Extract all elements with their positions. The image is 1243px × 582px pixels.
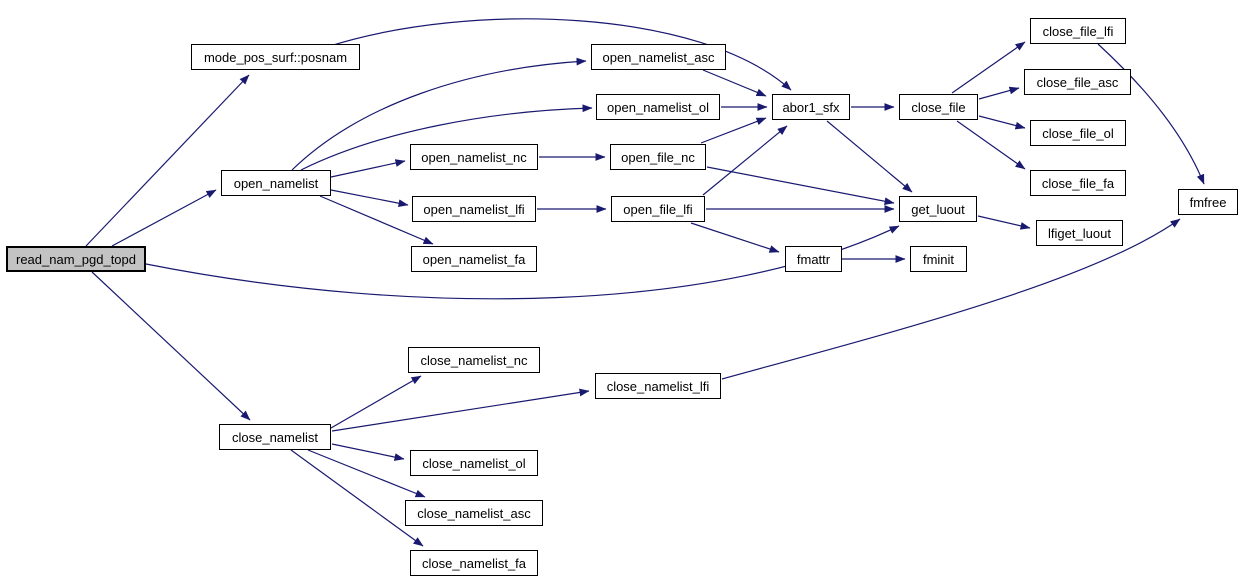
graph-node-label: close_file_ol [1042, 125, 1114, 141]
graph-node-label: open_namelist_lfi [423, 201, 525, 217]
edge-open_namelist-to-open_namelist_lfi [330, 189, 409, 208]
graph-node-open_namelist_ol[interactable]: open_namelist_ol [596, 94, 720, 120]
graph-node-label: close_namelist_fa [421, 555, 527, 571]
graph-node-label: close_namelist [232, 429, 318, 445]
graph-node-abor1_sfx[interactable]: abor1_sfx [772, 94, 850, 120]
graph-node-fminit[interactable]: fminit [910, 246, 967, 272]
edge-read_nam_pgd_topd-to-open_namelist [111, 189, 217, 247]
edge-open_namelist-to-open_namelist_fa [319, 195, 434, 245]
graph-node-close_namelist_fa[interactable]: close_namelist_fa [410, 550, 538, 576]
edge-open_file_lfi-to-abor1_sfx [702, 125, 788, 196]
edge-open_namelist-to-open_namelist_asc [291, 57, 587, 171]
graph-node-label: mode_pos_surf::posnam [203, 49, 348, 65]
edge-close_file-to-close_file_lfi [951, 41, 1026, 94]
graph-node-label: get_luout [911, 201, 965, 217]
edge-close_file-to-close_file_ol [978, 115, 1026, 130]
graph-node-open_file_lfi[interactable]: open_file_lfi [611, 196, 705, 222]
graph-node-close_file[interactable]: close_file [899, 94, 978, 120]
graph-node-close_file_lfi[interactable]: close_file_lfi [1030, 18, 1126, 44]
edge-close_namelist-to-close_namelist_asc [307, 449, 426, 498]
graph-node-close_namelist_lfi[interactable]: close_namelist_lfi [595, 373, 721, 399]
graph-node-open_namelist[interactable]: open_namelist [221, 170, 331, 196]
graph-node-label: close_namelist_nc [420, 352, 528, 368]
edge-open_file_nc-to-abor1_sfx [700, 117, 767, 144]
graph-node-close_namelist_nc[interactable]: close_namelist_nc [408, 347, 540, 373]
graph-node-close_file_asc[interactable]: close_file_asc [1024, 69, 1131, 95]
graph-node-label: open_file_nc [621, 149, 695, 165]
graph-node-label: open_namelist_nc [421, 149, 527, 165]
edge-open_namelist-to-open_namelist_nc [330, 159, 406, 178]
graph-node-label: fminit [922, 251, 955, 267]
graph-node-close_file_fa[interactable]: close_file_fa [1030, 170, 1126, 196]
graph-node-label: fmfree [1189, 194, 1227, 210]
graph-node-label: abor1_sfx [782, 99, 840, 115]
graph-node-label: open_namelist_ol [607, 99, 709, 115]
graph-node-close_namelist[interactable]: close_namelist [219, 424, 331, 450]
edge-close_namelist-to-close_namelist_lfi [331, 388, 590, 432]
edge-close_namelist-to-close_namelist_ol [331, 443, 405, 461]
graph-node-close_namelist_ol[interactable]: close_namelist_ol [410, 450, 538, 476]
graph-node-label: open_namelist_fa [422, 251, 526, 267]
graph-node-fmfree[interactable]: fmfree [1178, 189, 1238, 215]
graph-node-label: close_namelist_asc [417, 505, 531, 521]
graph-node-label: open_namelist [233, 175, 319, 191]
edge-posnam-to-abor1_sfx [329, 18, 792, 91]
graph-node-label: close_file_asc [1036, 74, 1119, 90]
graph-node-open_namelist_asc[interactable]: open_namelist_asc [591, 44, 726, 70]
edge-abor1_sfx-to-get_luout [826, 120, 913, 193]
graph-node-label: lfiget_luout [1048, 225, 1111, 241]
edge-open_namelist_asc-to-abor1_sfx [702, 69, 767, 97]
edge-close_namelist_lfi-to-fmfree [721, 218, 1181, 380]
edge-close_file-to-close_file_asc [978, 86, 1020, 100]
graph-node-label: open_namelist_asc [602, 49, 715, 65]
edge-open_namelist-to-open_namelist_ol [300, 104, 593, 171]
edge-close_file-to-close_file_fa [956, 120, 1026, 170]
edge-close_file_lfi-to-fmfree [1097, 43, 1205, 185]
graph-node-label: close_namelist_ol [422, 455, 526, 471]
edge-close_namelist-to-close_namelist_fa [290, 449, 424, 547]
graph-node-open_namelist_fa[interactable]: open_namelist_fa [411, 246, 537, 272]
edge-open_file_nc-to-get_luout [706, 166, 895, 206]
graph-node-lfiget_luout[interactable]: lfiget_luout [1036, 220, 1123, 246]
graph-node-label: close_file_lfi [1042, 23, 1114, 39]
edge-read_nam_pgd_topd-to-posnam [85, 74, 250, 247]
edge-close_namelist-to-close_namelist_nc [330, 375, 422, 429]
graph-node-label: close_file_fa [1041, 175, 1115, 191]
graph-node-label: close_namelist_lfi [606, 378, 710, 394]
edge-read_nam_pgd_topd-to-close_namelist [91, 271, 251, 421]
graph-node-posnam[interactable]: mode_pos_surf::posnam [191, 44, 360, 70]
graph-node-read_nam_pgd_topd: read_nam_pgd_topd [6, 246, 146, 272]
graph-node-label: close_file [911, 99, 966, 115]
edge-get_luout-to-lfiget_luout [977, 215, 1031, 230]
graph-node-get_luout[interactable]: get_luout [899, 196, 977, 222]
graph-node-open_namelist_lfi[interactable]: open_namelist_lfi [412, 196, 536, 222]
graph-node-close_namelist_asc[interactable]: close_namelist_asc [405, 500, 543, 526]
graph-node-label: open_file_lfi [623, 201, 693, 217]
graph-node-label: read_nam_pgd_topd [16, 251, 136, 267]
edge-open_file_lfi-to-fmattr [690, 222, 780, 253]
graph-node-open_namelist_nc[interactable]: open_namelist_nc [410, 144, 538, 170]
graph-node-label: fmattr [796, 251, 831, 267]
graph-node-open_file_nc[interactable]: open_file_nc [610, 144, 706, 170]
graph-node-fmattr[interactable]: fmattr [785, 246, 842, 272]
graph-node-close_file_ol[interactable]: close_file_ol [1030, 120, 1126, 146]
